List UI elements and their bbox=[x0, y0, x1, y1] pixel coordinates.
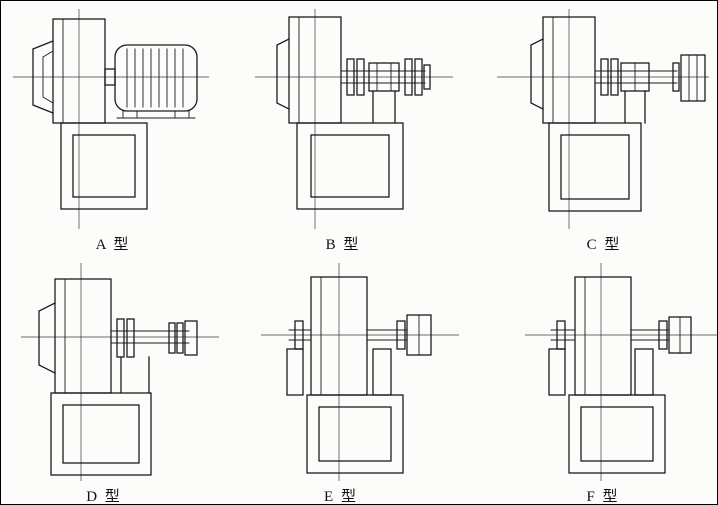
type-c-diagram bbox=[497, 9, 709, 229]
pulley bbox=[680, 54, 706, 102]
inlet-cone bbox=[530, 38, 544, 110]
base-frame bbox=[306, 394, 404, 474]
type-f-label: F 型 bbox=[586, 489, 620, 505]
bearing-block bbox=[620, 62, 650, 124]
base-frame bbox=[60, 122, 148, 210]
bearing-support-right bbox=[634, 348, 654, 396]
type-a-diagram bbox=[13, 9, 209, 229]
pulley bbox=[406, 314, 432, 356]
pulley bbox=[668, 316, 692, 354]
type-c-label: C 型 bbox=[586, 237, 622, 253]
type-e-label: E 型 bbox=[324, 489, 358, 505]
base-frame bbox=[568, 394, 666, 474]
coupling bbox=[600, 58, 680, 96]
fan-casing bbox=[54, 278, 112, 394]
centerlines bbox=[255, 9, 453, 229]
inlet-cone bbox=[32, 40, 54, 114]
centerlines bbox=[21, 263, 219, 481]
pulley bbox=[184, 320, 198, 356]
shaft bbox=[594, 70, 678, 84]
bearing-support-left bbox=[548, 348, 566, 396]
bearing-support-left bbox=[286, 348, 304, 396]
shaft bbox=[288, 329, 408, 341]
type-d-diagram bbox=[21, 263, 219, 481]
centerlines bbox=[497, 9, 709, 229]
shaft bbox=[340, 70, 426, 84]
base-frame bbox=[548, 122, 642, 212]
bearing-support bbox=[120, 356, 150, 394]
base-frame bbox=[50, 392, 152, 476]
centerlines bbox=[525, 263, 717, 481]
type-f-diagram bbox=[525, 263, 717, 481]
bearing-support-right bbox=[372, 348, 392, 396]
inlet-cone bbox=[38, 302, 56, 374]
coupling bbox=[346, 58, 431, 96]
type-e-diagram bbox=[261, 263, 459, 481]
centerlines bbox=[13, 9, 209, 229]
type-a-label: A 型 bbox=[95, 237, 131, 253]
shaft bbox=[550, 329, 670, 341]
type-d-label: D 型 bbox=[86, 489, 122, 505]
fan-casing bbox=[574, 276, 632, 396]
coupling bbox=[116, 318, 184, 358]
motor bbox=[104, 44, 198, 119]
inlet-cone bbox=[276, 38, 290, 110]
bearing-block bbox=[368, 62, 400, 124]
type-b-label: B 型 bbox=[325, 237, 361, 253]
type-b-diagram bbox=[255, 9, 453, 229]
centerlines bbox=[261, 263, 459, 481]
base-frame bbox=[296, 122, 404, 210]
